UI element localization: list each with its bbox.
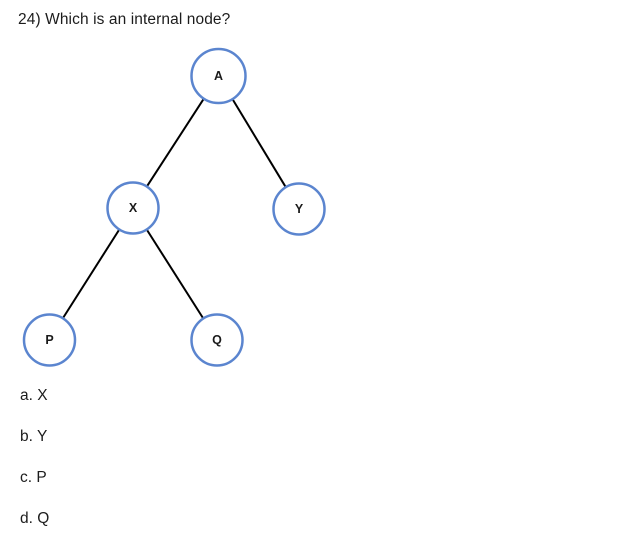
option-c[interactable]: c. P [20, 469, 47, 486]
tree-node-Y: Y [272, 182, 326, 236]
tree-node-Q: Q [190, 313, 244, 367]
edge-X-Q [145, 228, 205, 320]
tree-node-A: A [190, 47, 247, 105]
tree-node-Q-circle [190, 313, 244, 367]
tree-node-X: X [106, 181, 160, 235]
tree-node-A-circle [190, 47, 247, 105]
tree-node-Y-circle [272, 182, 326, 236]
edge-X-P [61, 228, 121, 320]
tree-node-A-label: A [214, 69, 223, 83]
edge-A-Y [231, 98, 287, 188]
tree-node-X-label: X [129, 201, 138, 215]
tree-node-Q-label: Q [212, 333, 222, 347]
edge-A-X [145, 98, 205, 188]
tree-node-Y-label: Y [295, 202, 304, 216]
tree-node-X-circle [106, 181, 160, 235]
tree-node-P-label: P [45, 333, 53, 347]
option-a[interactable]: a. X [20, 387, 48, 404]
tree-node-P-circle [22, 313, 77, 367]
binary-tree-diagram: A X Y P Q [22, 47, 326, 367]
question-text: 24) Which is an internal node? [18, 11, 231, 28]
tree-node-P: P [22, 313, 77, 367]
option-b[interactable]: b. Y [20, 428, 48, 445]
option-d[interactable]: d. Q [20, 510, 50, 527]
